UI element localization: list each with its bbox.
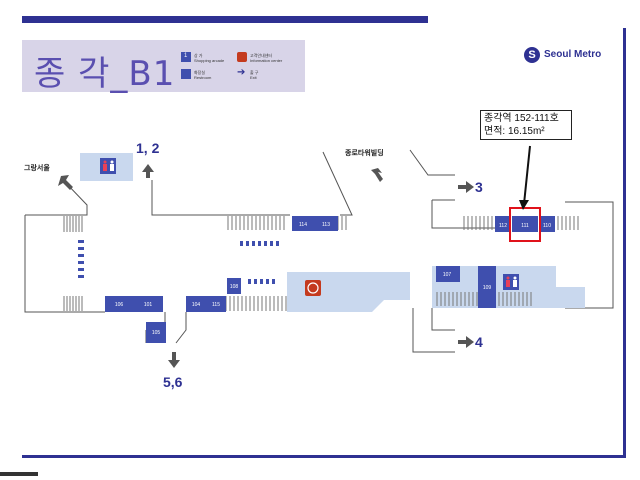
shop-blocks [105,216,555,343]
shop-label-105: 105 [152,330,161,336]
info-center-icon [305,280,321,296]
shop-108 [227,278,241,294]
shop-label-115: 115 [212,302,220,308]
stairs-right-bottom [436,292,532,306]
exit-4-label: 4 [475,334,483,350]
jongno-tower-arrow [371,168,383,182]
exit-arrow-legend-icon: ➔ [237,67,246,78]
callout-pointer [523,145,531,205]
shop-115 [206,296,226,312]
callout-pointer-head [519,200,529,210]
stairs-left-bottom [63,296,83,311]
exit-1-2-label: 1, 2 [136,140,160,156]
shop-label-108: 108 [230,284,239,290]
exit-1-2-arrow [142,164,154,178]
seoul-metro-logo-icon: S [524,47,540,63]
grand-seoul-label: 그랑서울 [24,165,50,172]
shop-legend-icon [181,52,191,62]
shop-106 [105,296,134,312]
shop-109 [478,266,496,308]
stairs-upper-mid [227,216,285,230]
restroom-legend-label: 화장실 Restroom [194,70,211,80]
shop-107 [436,266,460,282]
shop-labels: 114 113 112 111 110 106 101 105 104 115 … [115,222,551,336]
jongno-tower-label: 종로타워빌딩 [345,150,384,157]
shop-label-104: 104 [192,302,201,308]
stairs-upper-right [337,216,347,230]
shop-110 [539,216,555,232]
exit-5-6-arrow [168,352,180,368]
exit-5-6-label: 5,6 [163,374,183,390]
exit-3-label: 3 [475,179,483,195]
stairs [63,216,579,311]
header-bar [22,16,428,23]
exit-legend-ko: 출 구 [250,70,259,75]
exit-legend-en: Exit [250,75,257,80]
shop-101 [134,296,163,312]
shop-callout: 종각역 152-111호 면적: 16.15m² [480,110,572,140]
restroom-legend-ko: 화장실 [194,70,206,75]
shop-label-113: 113 [322,222,330,228]
info-center-legend-icon [237,52,247,62]
shop-legend-label: 상 가 Shopping arcade [194,53,224,63]
shop-label-112: 112 [499,223,507,229]
shop-legend-ko: 상 가 [194,53,203,58]
shop-label-101: 101 [144,302,153,308]
shop-legend-number: 1 [184,53,188,59]
shop-legend-en: Shopping arcade [194,58,225,63]
info-legend-ko: 고객안내센터 [250,53,273,58]
title-panel [22,40,305,92]
footer-mark [0,472,38,476]
shop-label-109: 109 [483,285,492,291]
exit-arrows [58,164,474,368]
exit-3-arrow [458,181,474,193]
corridor-walls [24,149,614,353]
stairs-left-top [63,216,83,232]
stairs-lower-mid [225,296,287,311]
shop-label-111: 111 [521,223,529,229]
info-legend-en: Information center [250,58,283,63]
exit-legend-label: 출 구 Exit [250,70,258,80]
grand-seoul-arrow [58,175,73,190]
shop-105 [146,322,166,343]
map-title: 종 각_B1 [34,54,176,94]
shop-111 [512,216,538,232]
page-frame [22,28,626,458]
callout-line-1: 종각역 152-111호 [484,113,559,124]
shop-113 [315,216,338,231]
info-center-legend-label: 고객안내센터 Information center [250,53,282,63]
stairs-right-top [463,216,579,230]
exit-4-arrow [458,336,474,348]
shop-label-110: 110 [543,223,551,229]
shop-112 [495,216,511,232]
highlight-box [509,207,541,242]
shop-label-107: 107 [443,272,452,278]
shop-104 [186,296,206,312]
restroom-legend-en: Restroom [194,75,212,80]
logo-text: Seoul Metro [544,49,602,60]
shop-114 [292,216,315,231]
escalator-markers [78,240,279,284]
shop-label-114: 114 [299,222,307,228]
corridor-right-c [555,287,585,308]
shop-label-106: 106 [115,302,124,308]
restroom-legend-icon [181,69,191,79]
callout-line-2: 면적: 16.15m² [484,126,545,137]
